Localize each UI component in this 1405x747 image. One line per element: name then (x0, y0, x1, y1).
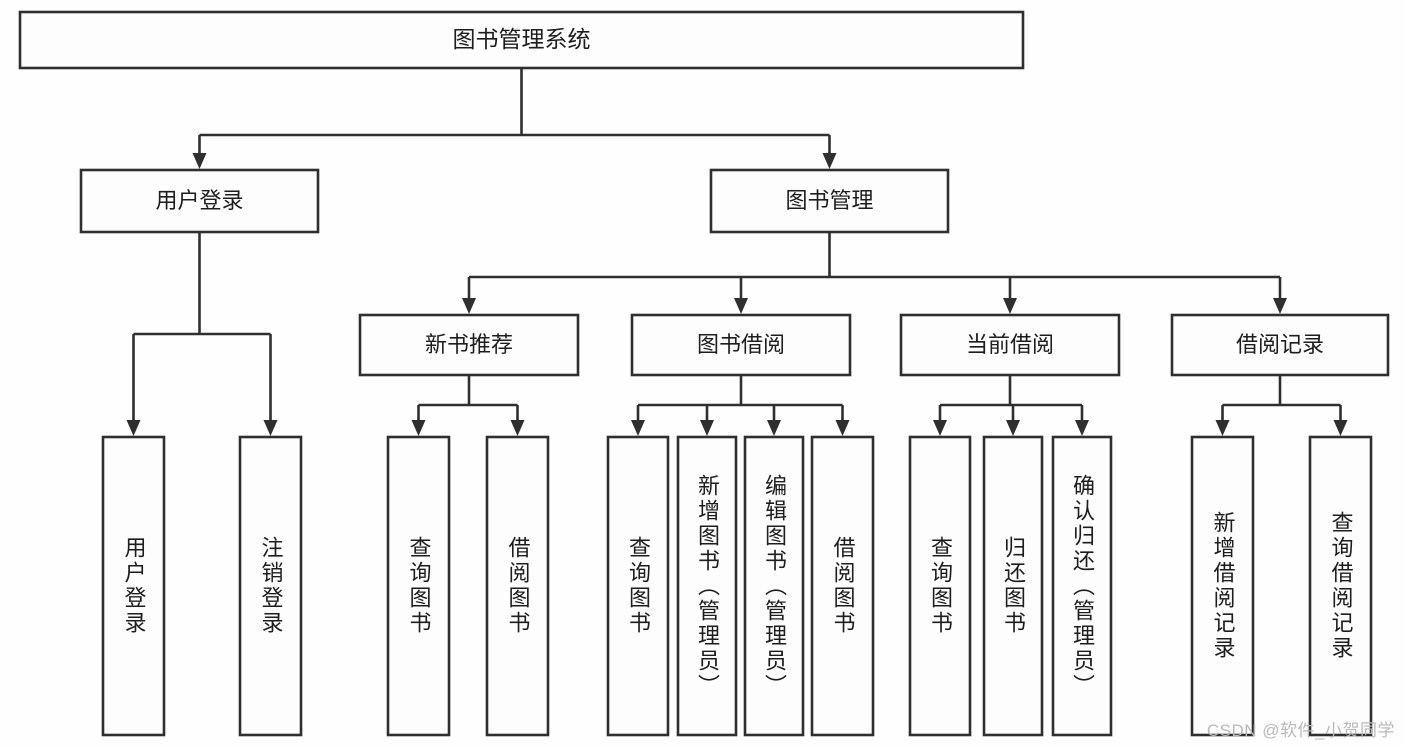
node-leaf-7[interactable] (810, 435, 875, 737)
node-level3-0[interactable] (358, 313, 580, 377)
arrow-head-icon (1003, 298, 1017, 314)
arrow-head-icon (835, 420, 850, 436)
arrow-head-icon (462, 298, 476, 314)
node-leaf-0[interactable] (101, 435, 166, 737)
node-root[interactable] (18, 10, 1025, 70)
arrow-head-icon (126, 420, 141, 436)
node-level3-3-label: 借阅记录 (1236, 332, 1324, 357)
node-level2-0-label: 用户登录 (155, 188, 243, 213)
node-level3-0-label: 新书推荐 (425, 332, 513, 357)
node-level3-2[interactable] (899, 313, 1121, 377)
node-leaf-8[interactable] (908, 435, 972, 737)
node-leaf-9[interactable] (982, 435, 1044, 737)
watermark: CSDN @软件_小贺同学 (1206, 721, 1395, 740)
arrow-head-icon (192, 153, 207, 169)
node-level3-2-label: 当前借阅 (966, 332, 1054, 357)
arrow-head-icon (1333, 420, 1348, 436)
node-leaf-5[interactable] (676, 435, 738, 737)
node-level3-1-label: 图书借阅 (697, 332, 785, 357)
node-leaf-1[interactable] (238, 435, 303, 737)
arrow-head-icon (263, 420, 278, 436)
node-level2-0[interactable] (79, 168, 320, 234)
arrow-head-icon (1215, 420, 1230, 436)
node-level2-1-label: 图书管理 (785, 188, 873, 213)
node-box-layer (18, 10, 1390, 737)
arrow-head-icon (1006, 420, 1020, 436)
arrow-head-icon (1273, 298, 1287, 314)
arrow-head-icon (411, 420, 426, 436)
node-leaf-12[interactable] (1308, 435, 1373, 737)
node-level3-3[interactable] (1170, 313, 1390, 377)
arrow-head-icon (510, 420, 525, 436)
node-leaf-11[interactable] (1190, 435, 1255, 737)
arrow-head-icon (767, 420, 781, 436)
arrow-head-icon (1075, 420, 1089, 436)
arrow-head-icon (631, 420, 645, 436)
node-leaf-6[interactable] (743, 435, 805, 737)
node-level2-1[interactable] (709, 168, 950, 234)
node-leaf-10[interactable] (1051, 435, 1113, 737)
arrow-head-icon (734, 298, 748, 314)
node-level3-1[interactable] (630, 313, 852, 377)
node-leaf-3[interactable] (485, 435, 550, 737)
node-leaf-4[interactable] (606, 435, 670, 737)
node-leaf-2[interactable] (386, 435, 451, 737)
arrow-head-icon (700, 420, 714, 436)
arrow-head-icon (933, 420, 947, 436)
node-root-label: 图书管理系统 (453, 26, 591, 52)
arrow-head-icon (822, 153, 837, 169)
connector-layer (126, 68, 1348, 436)
